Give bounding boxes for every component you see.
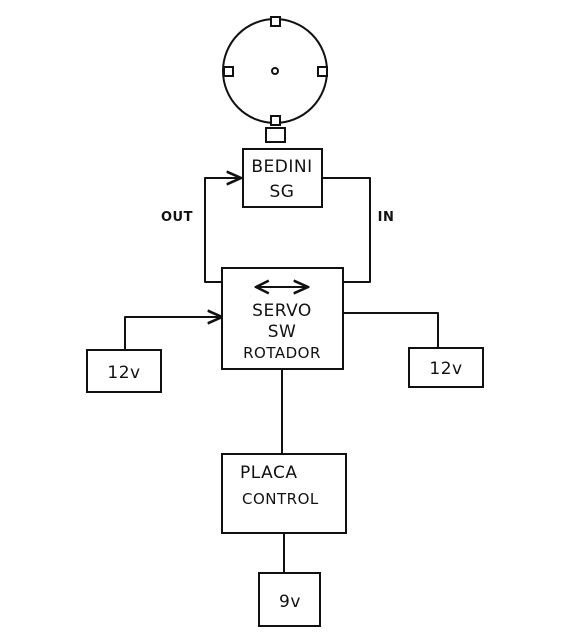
rotor-rim xyxy=(222,18,328,124)
left-supply-connector xyxy=(124,317,222,351)
placa-label-line2: CONTROL xyxy=(242,490,319,508)
in-connector xyxy=(321,177,371,283)
servo-label-line1: SERVO xyxy=(252,301,312,321)
out-label: OUT xyxy=(161,210,193,225)
bedini-sg-box: BEDINI SG xyxy=(242,148,323,208)
out-connector xyxy=(204,178,241,283)
rotor-axle xyxy=(271,67,279,75)
rotor-coil-mount xyxy=(265,127,286,143)
servo-label-line3: ROTADOR xyxy=(243,344,321,362)
bedini-label-line2: SG xyxy=(270,182,295,202)
rotor-magnet-bottom xyxy=(270,115,281,126)
right-supply-label: 12v xyxy=(429,359,462,379)
left-supply-box: 12v xyxy=(86,349,162,393)
rotor-magnet-left xyxy=(223,66,234,77)
servo-label-line2: SW xyxy=(268,322,297,342)
bedini-label-line1: BEDINI xyxy=(251,157,312,177)
right-supply-box: 12v xyxy=(408,347,484,388)
bottom-supply-box: 9v xyxy=(258,572,321,627)
bottom-supply-frame xyxy=(258,572,321,627)
placa-label-line1: PLACA xyxy=(240,463,297,483)
left-supply-label: 12v xyxy=(107,363,140,383)
rotor-magnet-right xyxy=(317,66,328,77)
bottom-supply-label: 9v xyxy=(279,592,301,612)
left-supply-frame xyxy=(86,349,162,393)
placa-control-frame xyxy=(221,453,347,534)
placa-control-box: PLACA CONTROL xyxy=(221,453,347,534)
rotor-magnet-top xyxy=(270,16,281,27)
right-supply-frame xyxy=(408,347,484,388)
in-label: IN xyxy=(378,210,395,225)
bedini-sg-frame xyxy=(242,148,323,208)
connectors xyxy=(124,177,439,574)
rotor-wheel xyxy=(222,16,328,143)
servo-box: SERVO SW ROTADOR xyxy=(221,267,344,370)
right-supply-connector xyxy=(342,312,439,349)
